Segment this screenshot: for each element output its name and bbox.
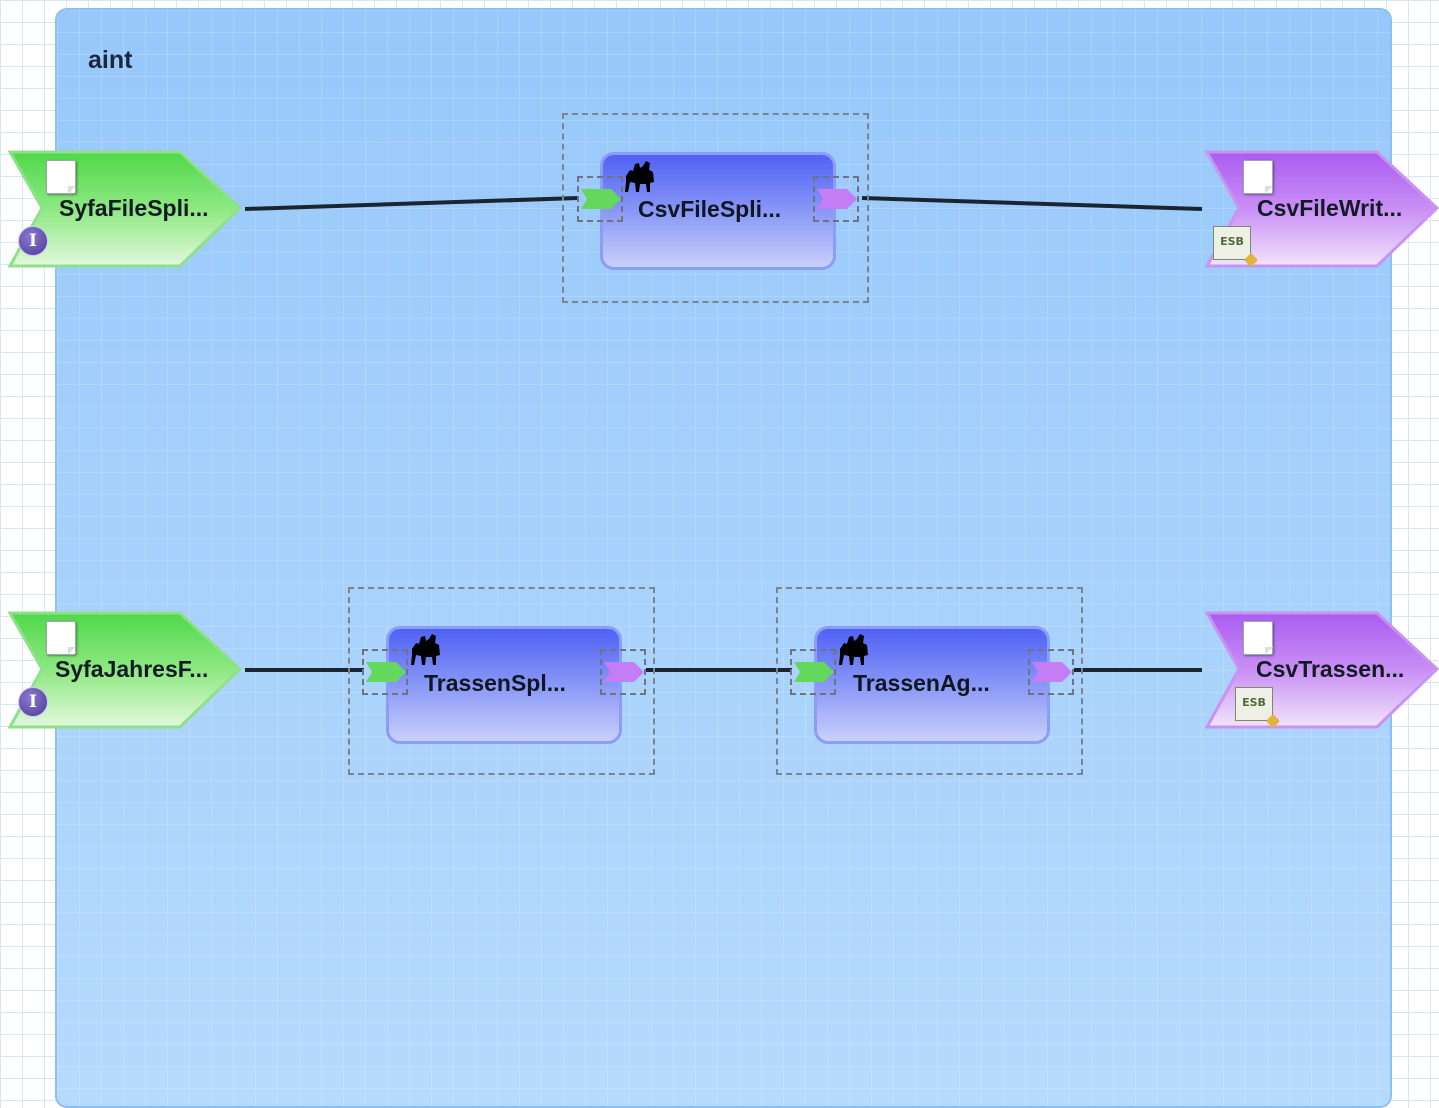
wire-svc1-comp1[interactable] <box>244 196 579 211</box>
component-service-port[interactable] <box>790 649 836 695</box>
document-icon <box>46 621 76 655</box>
component-reference-port[interactable] <box>813 176 859 222</box>
document-icon <box>1243 160 1273 194</box>
esb-binding-icon[interactable]: ESB <box>1235 687 1273 721</box>
port-arrow <box>1032 662 1072 682</box>
component-reference-port[interactable] <box>1028 649 1074 695</box>
document-icon <box>1243 621 1273 655</box>
esb-binding-icon[interactable]: ESB <box>1213 226 1251 260</box>
port-arrow <box>366 662 406 682</box>
port-arrow <box>581 189 621 209</box>
document-icon <box>46 160 76 194</box>
reference-label: CsvTrassen... <box>1256 656 1405 682</box>
wire-comp1-ref1[interactable] <box>861 196 1203 211</box>
service-label: SyfaFileSpli... <box>59 195 209 221</box>
reference-csvfilewriter[interactable]: CsvFileWrit... ESB <box>1205 150 1439 268</box>
reference-csvtrassen[interactable]: CsvTrassen... ESB <box>1205 611 1439 729</box>
reference-label: CsvFileWrit... <box>1257 195 1403 221</box>
port-arrow <box>817 189 857 209</box>
camel-icon <box>839 634 868 665</box>
camel-icon <box>411 634 440 665</box>
component-selection-frame <box>348 587 655 775</box>
service-syfafilesplit[interactable]: SyfaFileSpli... I <box>8 150 243 268</box>
port-arrow <box>604 662 644 682</box>
component-service-port[interactable] <box>577 176 623 222</box>
component-label: TrassenAg... <box>853 670 990 696</box>
service-syfajahresf[interactable]: SyfaJahresF... I <box>8 611 243 729</box>
port-arrow <box>794 662 834 682</box>
camel-icon <box>625 161 654 192</box>
component-selection-frame <box>776 587 1083 775</box>
component-label: TrassenSpl... <box>424 670 566 696</box>
service-label: SyfaJahresF... <box>55 656 209 682</box>
component-selection-frame <box>562 113 869 303</box>
interface-icon[interactable]: I <box>18 226 48 256</box>
component-reference-port[interactable] <box>600 649 646 695</box>
component-service-port[interactable] <box>362 649 408 695</box>
interface-icon[interactable]: I <box>18 687 48 717</box>
composite-title: aint <box>88 46 133 74</box>
component-label: CsvFileSpli... <box>638 196 782 222</box>
